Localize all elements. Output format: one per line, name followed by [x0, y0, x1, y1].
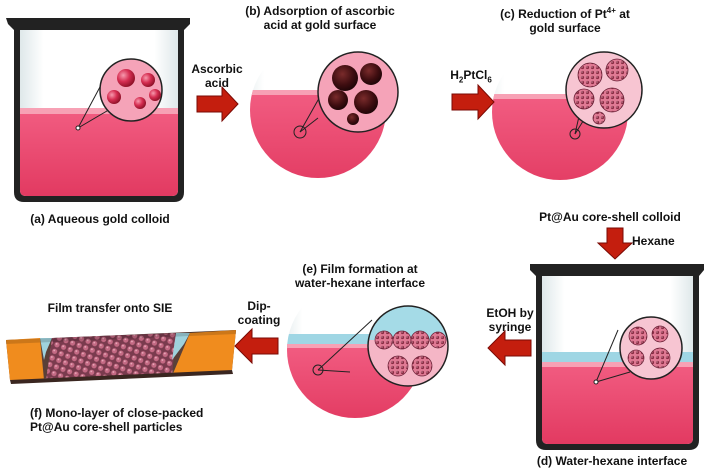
title-c: (c) Reduction of Pt4+ at gold surface	[500, 4, 630, 35]
title-b-line2: acid at gold surface	[263, 18, 377, 32]
label-dip-line2: coating	[237, 313, 281, 327]
title-b: (b) Adsorption of ascorbic acid at gold …	[240, 4, 400, 32]
label-etoh-line1: EtOH by	[486, 306, 534, 320]
zoom-circle-c	[492, 44, 643, 180]
label-ascorbic-acid: Ascorbic acid	[182, 62, 252, 90]
label-etoh-syringe: EtOH by syringe	[480, 306, 540, 334]
label-ascorbic-line1: Ascorbic	[191, 62, 243, 76]
arrow-d-to-e	[487, 329, 532, 367]
title-e-line2: water-hexane interface	[294, 276, 426, 290]
beaker-d	[530, 264, 704, 450]
label-hexane: Hexane	[632, 234, 675, 248]
caption-c: Pt@Au core-shell colloid	[539, 210, 681, 224]
title-e-line1: (e) Film formation at	[302, 262, 418, 276]
title-b-line1: (b) Adsorption of ascorbic	[245, 4, 395, 18]
caption-f: (f) Mono-layer of close-packed Pt@Au cor…	[30, 406, 240, 434]
electrode-film	[6, 330, 236, 384]
arrow-c-to-d	[596, 227, 634, 260]
label-ascorbic-line2: acid	[204, 76, 229, 90]
arrow-e-to-f	[234, 327, 279, 365]
caption-f-line1: (f) Mono-layer of close-packed	[30, 406, 204, 420]
beaker-a	[6, 18, 190, 202]
zoom-circle-b	[250, 42, 399, 178]
title-c-line2: gold surface	[529, 21, 601, 35]
caption-f-line2: Pt@Au core-shell particles	[30, 420, 183, 434]
caption-d: (d) Water-hexane interface	[536, 454, 688, 468]
caption-a: (a) Aqueous gold colloid	[30, 212, 170, 226]
title-c-line1: (c) Reduction of Pt4+ at	[500, 6, 630, 21]
label-etoh-line2: syringe	[488, 320, 532, 334]
label-dip-line1: Dip-	[247, 299, 271, 313]
label-dip-coating: Dip- coating	[232, 299, 286, 327]
zoom-circle-e	[287, 282, 449, 418]
title-f: Film transfer onto SIE	[47, 301, 173, 315]
title-e: (e) Film formation at water-hexane inter…	[285, 262, 435, 290]
arrow-a-to-b	[196, 85, 239, 123]
arrow-b-to-c	[451, 83, 495, 121]
label-h2ptcl6: H2PtCl6	[450, 68, 492, 85]
